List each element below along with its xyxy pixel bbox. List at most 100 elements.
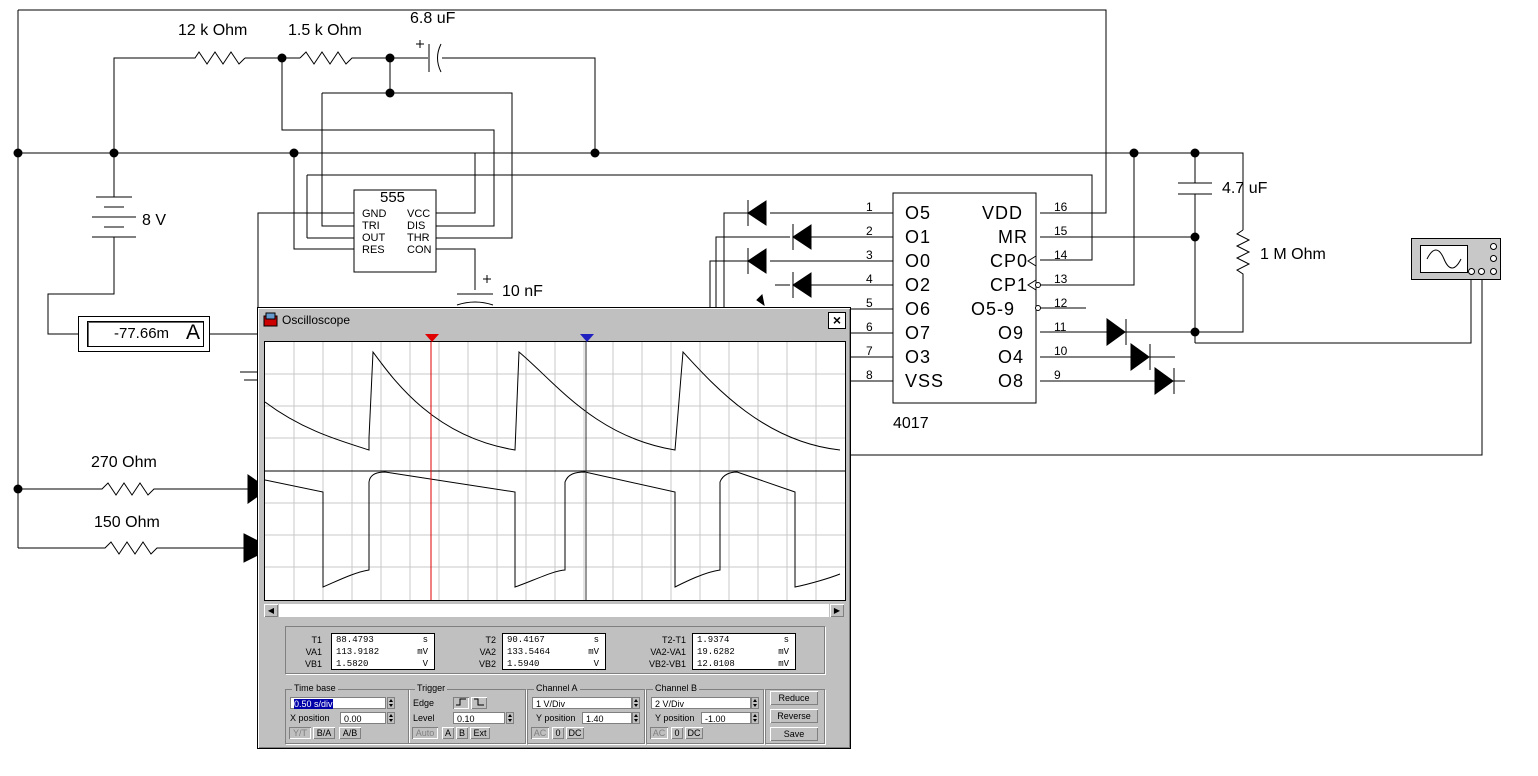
ammeter-display: -77.66m A	[87, 321, 204, 347]
trigger-panel: Trigger Edge Level 0.10 Auto A B Ext	[408, 683, 526, 744]
close-button[interactable]: ×	[828, 312, 846, 329]
resistor-12k-label: 12 k Ohm	[178, 22, 248, 39]
ic-4017-pin-o7: O7	[905, 323, 932, 343]
channel-b-ypos-spinner[interactable]	[751, 712, 759, 724]
terminal-icon	[1478, 268, 1485, 275]
resistor-150-label: 150 Ohm	[94, 514, 160, 531]
scroll-right-button[interactable]: ▶	[830, 604, 844, 617]
trigger-a-button[interactable]: A	[442, 727, 454, 739]
cursor-2-marker[interactable]	[580, 334, 594, 342]
terminal-icon	[1490, 255, 1497, 262]
timebase-title: Time base	[292, 683, 338, 693]
pin-number: 15	[1054, 224, 1068, 238]
channel-b-dc-button[interactable]: DC	[685, 727, 703, 739]
pin-number: 13	[1054, 272, 1068, 286]
title-bar[interactable]: Oscilloscope ×	[260, 310, 848, 330]
ab-mode-button[interactable]: A/B	[339, 727, 361, 739]
channel-a-zero-button[interactable]: 0	[552, 727, 564, 739]
ic-4017-pin-o2: O2	[905, 275, 932, 295]
oscilloscope-instrument-icon[interactable]	[1411, 238, 1501, 280]
ic-4017-pin-o4: O4	[998, 347, 1025, 367]
timebase-spinner[interactable]	[387, 697, 395, 709]
channel-a-ypos-input[interactable]: 1.40	[582, 712, 632, 724]
ic-555-title: 555	[380, 189, 406, 206]
ic-4017-pin-vss: VSS	[905, 371, 945, 391]
save-button[interactable]: Save	[770, 727, 818, 741]
pin-number: 10	[1054, 344, 1068, 358]
ic-555-pin-vcc: VCC	[407, 208, 431, 220]
pin-number: 2	[866, 224, 873, 238]
channel-b-ac-button[interactable]: AC	[650, 727, 668, 739]
level-label: Level	[413, 713, 435, 723]
trigger-auto-button[interactable]: Auto	[412, 727, 438, 739]
channel-a-panel: Channel A 1 V/Div Y position 1.40 AC 0 D…	[527, 683, 645, 744]
action-buttons-panel: Reduce Reverse Save	[765, 689, 825, 744]
pin-number: 1	[866, 200, 873, 214]
rising-edge-icon	[456, 698, 466, 706]
pin-number: 9	[1054, 368, 1061, 382]
rising-edge-button[interactable]	[453, 697, 469, 709]
ic-4017-pin-cp0: CP0	[990, 251, 1029, 271]
channel-a-ypos-spinner[interactable]	[632, 712, 640, 724]
pin-number: 7	[866, 344, 873, 358]
channel-a-scale-select[interactable]: 1 V/Div	[532, 697, 632, 709]
ic-4017-pin-o5: O5	[905, 203, 932, 223]
ic-555-pin-gnd: GND	[362, 208, 387, 220]
ammeter-unit: A	[186, 321, 201, 344]
timebase-select[interactable]: 0.50 s/div	[290, 697, 386, 709]
channel-b-zero-button[interactable]: 0	[671, 727, 683, 739]
xposition-input[interactable]: 0.00	[340, 712, 386, 724]
oscilloscope-screen-icon	[1420, 245, 1468, 273]
ic-555-pin-tri: TRI	[362, 220, 380, 232]
scroll-left-button[interactable]: ◀	[264, 604, 278, 617]
ic-4017-pin-mr: MR	[998, 227, 1028, 247]
reduce-button[interactable]: Reduce	[770, 691, 818, 705]
capacitor-6-8uf-label: 6.8 uF	[410, 10, 456, 27]
resistor-1m-label: 1 M Ohm	[1260, 246, 1326, 263]
resistor-1-5k-label: 1.5 k Ohm	[288, 22, 362, 39]
capacitor-10nf-label: 10 nF	[502, 283, 543, 300]
ic-555-pin-dis: DIS	[407, 220, 426, 232]
oscilloscope-app-icon	[263, 312, 278, 327]
oscilloscope-window[interactable]: Oscilloscope ×	[257, 307, 851, 749]
pin-number: 12	[1054, 296, 1068, 310]
ic-4017-pin-vdd: VDD	[982, 203, 1024, 223]
xposition-spinner[interactable]	[387, 712, 395, 724]
pin-number: 5	[866, 296, 873, 310]
level-input[interactable]: 0.10	[453, 712, 505, 724]
channel-a-ac-button[interactable]: AC	[531, 727, 549, 739]
ic-4017-pin-o3: O3	[905, 347, 932, 367]
channel-a-dc-button[interactable]: DC	[566, 727, 584, 739]
reverse-button[interactable]: Reverse	[770, 709, 818, 723]
yt-mode-button[interactable]: Y/T	[289, 727, 311, 739]
ba-mode-button[interactable]: B/A	[313, 727, 335, 739]
terminal-icon	[1468, 268, 1475, 275]
scope-display[interactable]	[264, 341, 846, 601]
ic-4017-pin-o1: O1	[905, 227, 932, 247]
trigger-ext-button[interactable]: Ext	[470, 727, 490, 739]
scroll-track[interactable]	[279, 604, 829, 617]
channel-a-scale-spinner[interactable]	[632, 697, 640, 709]
pin-number: 11	[1054, 320, 1067, 334]
pin-number: 6	[866, 320, 873, 334]
channel-b-ypos-input[interactable]: -1.00	[701, 712, 751, 724]
ammeter[interactable]: -77.66m A	[78, 316, 210, 352]
channel-a-title: Channel A	[534, 683, 580, 693]
trigger-b-button[interactable]: B	[456, 727, 468, 739]
channel-b-scale-spinner[interactable]	[751, 697, 759, 709]
ic-555-pin-out: OUT	[362, 232, 386, 244]
ic-555-pin-con: CON	[407, 244, 432, 256]
falling-edge-button[interactable]	[471, 697, 487, 709]
horizontal-scrollbar[interactable]: ◀ ▶	[264, 604, 844, 618]
ic-555-pin-res: RES	[362, 244, 385, 256]
ic-555-pin-thr: THR	[407, 232, 430, 244]
channel-b-scale-select[interactable]: 2 V/Div	[651, 697, 751, 709]
ic-4017-label: 4017	[893, 415, 929, 432]
level-spinner[interactable]	[506, 712, 514, 724]
cursor-1-marker[interactable]	[425, 334, 439, 342]
